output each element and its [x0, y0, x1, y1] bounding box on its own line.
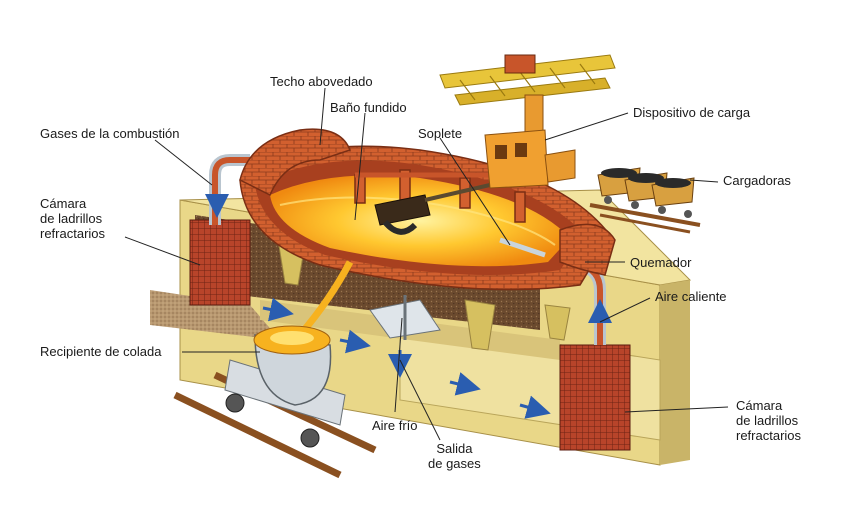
charging-crane	[439, 54, 616, 189]
label-cold-air: Aire frío	[372, 418, 418, 433]
label-molten-bath: Baño fundido	[330, 100, 407, 115]
label-ladle: Recipiente de colada	[40, 344, 162, 359]
label-hot-air: Aire caliente	[655, 289, 727, 304]
label-vaulted-roof: Techo abovedado	[270, 74, 373, 89]
leader-lines	[124, 87, 729, 441]
refractory-chamber-right	[559, 344, 631, 451]
reversing-valve	[369, 295, 441, 340]
charging-box	[374, 176, 521, 235]
label-refractory-chamber-right: Cámara de ladrillos refractarios	[736, 398, 802, 443]
refractory-chamber-left	[189, 219, 251, 306]
label-charging-cars: Cargadoras	[723, 173, 791, 188]
label-gas-outlet: Salida de gases	[428, 441, 481, 471]
label-burner: Quemador	[630, 255, 692, 270]
label-charging-device: Dispositivo de carga	[633, 105, 751, 120]
torch-lance	[499, 237, 546, 258]
charging-cars	[589, 167, 701, 234]
flow-arrows	[205, 194, 612, 419]
label-combustion-gases: Gases de la combustión	[40, 126, 180, 141]
label-torch: Soplete	[418, 126, 463, 141]
ladle-car	[173, 325, 377, 479]
label-refractory-chamber-left: Cámara de ladrillos refractarios	[40, 196, 106, 241]
vaulted-roof	[239, 128, 351, 197]
